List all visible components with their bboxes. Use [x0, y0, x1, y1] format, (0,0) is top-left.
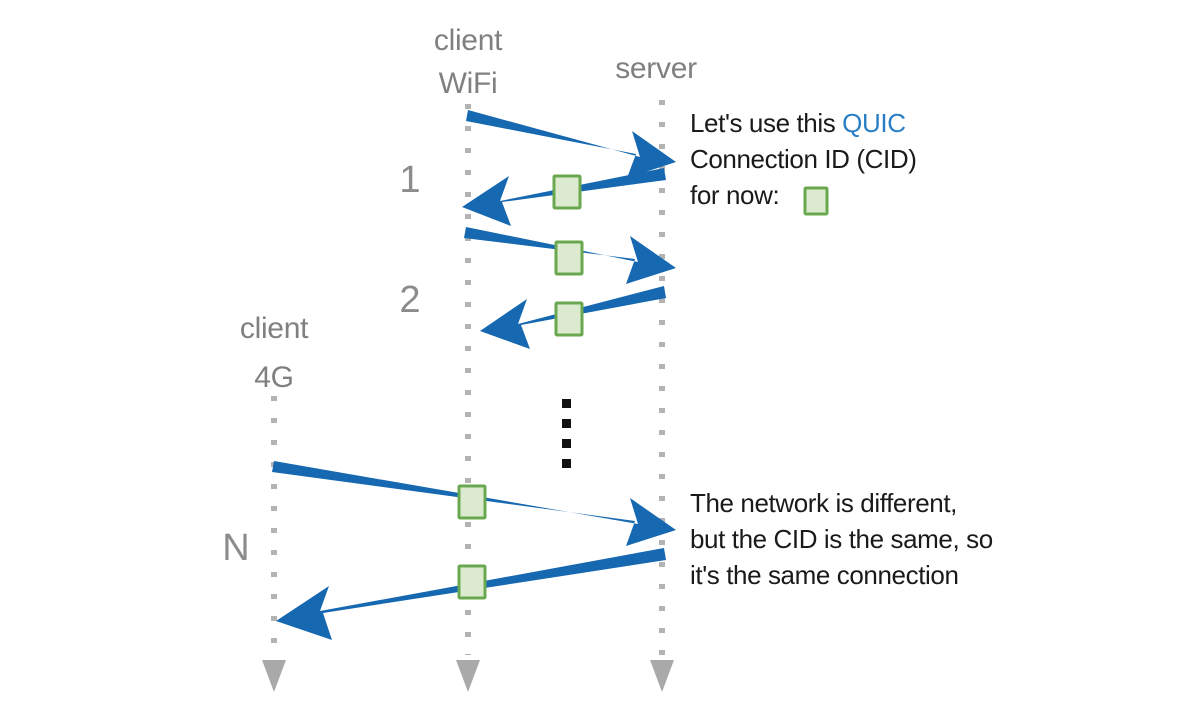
annotation-cid-intro-line1: Let's use this QUIC [690, 108, 906, 138]
lifeline-label-client-wifi-line1: client [434, 24, 503, 57]
step-number-1: 1 [399, 159, 420, 201]
arrow-shaft-and-head-msg-2-request [464, 227, 676, 284]
message-arrow-msg-n-request [272, 461, 676, 546]
message-arrow-msg-1-request [466, 110, 676, 178]
ellipsis-dot [562, 419, 571, 428]
lifeline-end-arrow-client-4g [262, 660, 286, 692]
lifeline-client-4g [262, 396, 286, 692]
ellipsis-dot [562, 439, 571, 448]
annotation-cid-intro-quic-accent: QUIC [842, 108, 905, 138]
cid-marker-swatch-inline [803, 186, 829, 216]
lifeline-label-client-wifi-line2: WiFi [439, 67, 498, 100]
annotation-cid-intro-line2: Connection ID (CID) [690, 144, 916, 174]
annotation-migration: The network is different, but the CID is… [690, 488, 993, 590]
cid-marker-msg-1-response [552, 174, 582, 210]
annotation-migration-line3: it's the same connection [690, 560, 959, 590]
message-arrow-msg-2-request [464, 227, 676, 284]
lifeline-label-server: server [615, 52, 697, 85]
annotation-cid-intro: Let's use this QUIC Connection ID (CID) … [690, 108, 917, 216]
arrow-shaft-and-head-msg-n-request [272, 461, 676, 546]
step-number-n: N [222, 527, 249, 569]
lifeline-end-arrow-client-wifi [456, 660, 480, 692]
arrow-shaft-and-head-msg-n-response [276, 548, 666, 640]
arrow-shaft-and-head-msg-1-response [462, 168, 666, 226]
ellipsis-dot [562, 459, 571, 468]
annotation-cid-intro-line1-plain: Let's use this [690, 108, 842, 138]
arrow-shaft-and-head-msg-2-response [480, 286, 666, 349]
ellipsis-dot [562, 399, 571, 408]
lifeline-label-client-4g-line1: client [240, 312, 309, 345]
annotation-migration-line2: but the CID is the same, so [690, 524, 993, 554]
message-arrow-msg-1-response [462, 168, 666, 226]
lifeline-server [650, 100, 674, 692]
annotation-migration-line1: The network is different, [690, 488, 957, 518]
cid-marker-msg-2-response [554, 301, 584, 337]
annotation-cid-intro-line3: for now: [690, 180, 779, 210]
step-number-2: 2 [399, 279, 420, 321]
ellipsis-icon [562, 399, 571, 468]
cid-marker-msg-2-request [554, 240, 584, 276]
message-arrow-msg-n-response [276, 548, 666, 640]
arrow-shaft-and-head-msg-1-request [466, 110, 676, 178]
message-arrow-msg-2-response [480, 286, 666, 349]
cid-marker-msg-n-request [457, 484, 487, 520]
lifeline-client-wifi [456, 104, 480, 692]
cid-marker-msg-n-response [457, 564, 487, 600]
lifeline-label-client-4g-line2: 4G [254, 361, 293, 394]
lifeline-end-arrow-server [650, 660, 674, 692]
